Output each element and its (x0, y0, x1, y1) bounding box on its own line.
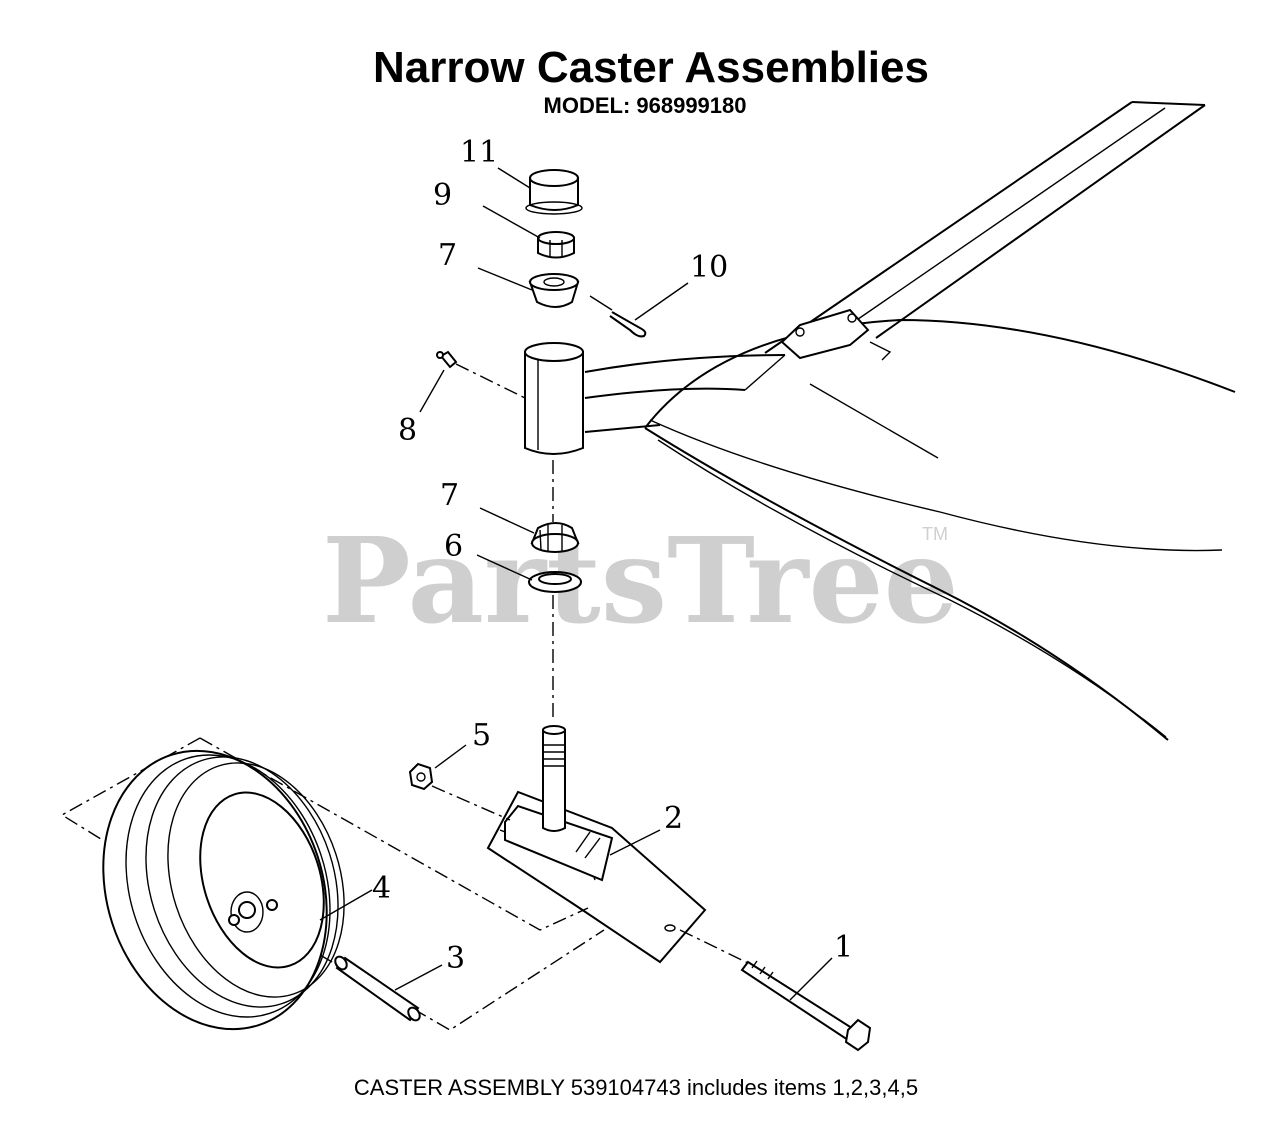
watermark-tm: TM (922, 524, 948, 544)
callouts: 11 9 7 10 8 7 6 5 2 4 3 1 (372, 135, 853, 976)
axle-sleeve-part-3 (334, 955, 421, 1022)
bearing-lower-part-7 (530, 522, 580, 553)
watermark-text: PartsTree (322, 511, 959, 650)
callout-10: 10 (690, 250, 728, 285)
cotter-pin-part-10 (589, 295, 647, 338)
callout-9: 9 (433, 178, 452, 213)
wheel-part-4 (102, 749, 345, 1031)
leader-lines (319, 167, 833, 1001)
callout-5: 5 (472, 718, 491, 753)
bolt-part-1 (740, 960, 872, 1052)
pivot-tube (524, 342, 584, 455)
caster-arm (584, 354, 786, 433)
caster-yoke-part-2 (486, 725, 707, 964)
assembly-note: CASTER ASSEMBLY 539104743 includes items… (354, 1075, 918, 1100)
callout-7-lower: 7 (440, 478, 459, 513)
callout-1: 1 (834, 930, 853, 965)
callout-3: 3 (446, 941, 465, 976)
bearing-upper-part-7 (528, 273, 580, 308)
callout-4: 4 (372, 871, 391, 906)
washer-part-6 (528, 571, 582, 593)
callout-6: 6 (444, 529, 463, 564)
grease-fitting-part-8 (436, 350, 526, 399)
lock-nut-part-5 (408, 762, 511, 821)
model-number: MODEL: 968999180 (544, 93, 747, 118)
castle-nut-part-9 (537, 231, 575, 259)
callout-11: 11 (460, 135, 498, 170)
dust-cap-part-11 (525, 169, 583, 215)
callout-8: 8 (398, 413, 417, 448)
callout-2: 2 (664, 801, 683, 836)
assembly-outline (60, 737, 753, 1031)
page-title: Narrow Caster Assemblies (373, 43, 929, 92)
callout-7-upper: 7 (438, 238, 457, 273)
mower-deck (644, 101, 1236, 741)
